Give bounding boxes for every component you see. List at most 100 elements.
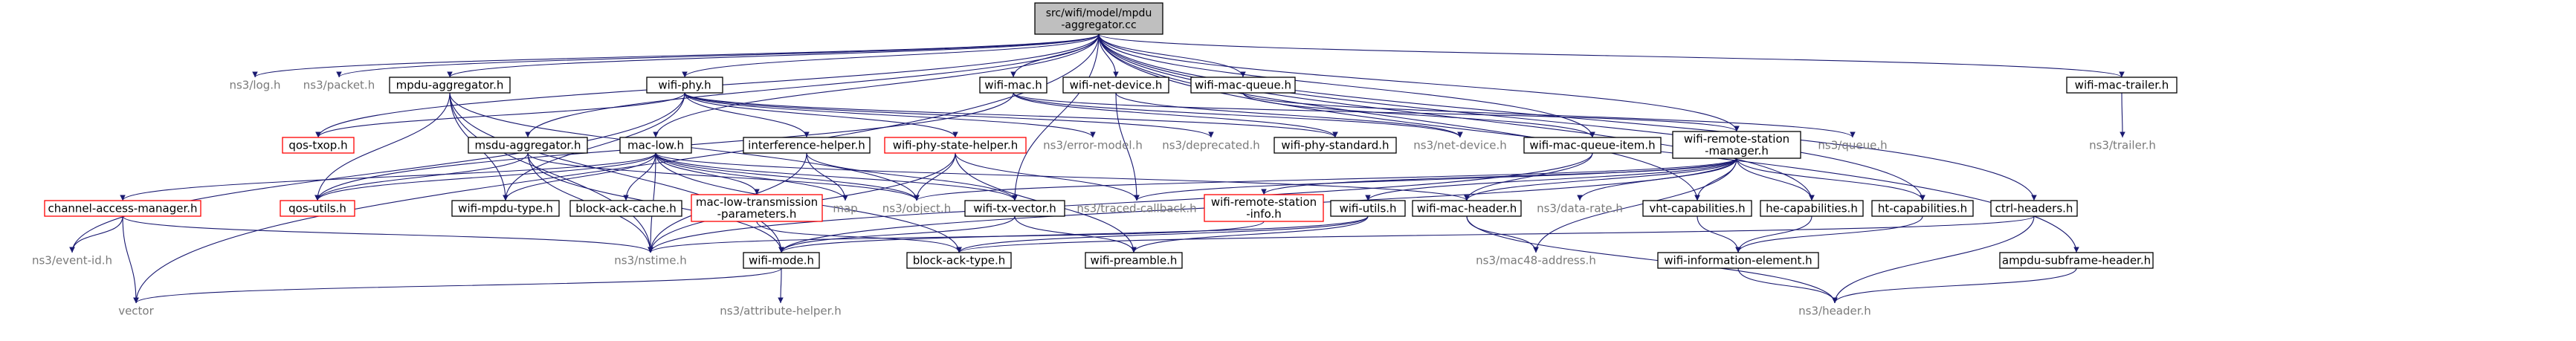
node-wifi-mac-header[interactable]: wifi-mac-header.h [1412,200,1522,217]
node-box [979,77,1047,94]
node-label: ns3/trailer.h [2089,139,2156,152]
node-qos-utils[interactable]: qos-utils.h [280,200,355,217]
node-box [282,137,355,154]
node-box [468,137,588,154]
edge-channel-access-to-vector [122,215,139,304]
node-ns3-nstime: ns3/nstime.h [614,254,686,267]
node-map: map [833,202,857,215]
node-mac-low-tx-params[interactable]: mac-low-transmission-parameters.h [691,194,823,222]
node-ctrl-headers[interactable]: ctrl-headers.h [1990,200,2078,217]
node-ns3-mac48: ns3/mac48-address.h [1476,254,1596,267]
node-label: wifi-tx-vector.h [973,202,1056,215]
node-label: wifi-mac.h [984,79,1042,92]
node-label: ns3/mac48-address.h [1476,254,1596,267]
node-ht-cap[interactable]: ht-capabilities.h [1871,200,1974,217]
edge-ht-cap-to-wifi-info-element [1735,215,1923,253]
node-wifi-utils[interactable]: wifi-utils.h [1330,200,1406,217]
edge-channel-access-to-ns3-nstime [122,215,653,253]
node-wifi-mode[interactable]: wifi-mode.h [743,252,820,269]
node-box [619,137,692,154]
edge-wifi-mac-queue-item-to-wifi-mac-header [1464,152,1593,201]
edge-wifi-rsm-to-ns3-mac48 [1533,157,1737,253]
file-nodes: src/wifi/model/mpdu-aggregator.ccns3/log… [32,2,2178,318]
node-he-cap[interactable]: he-capabilities.h [1760,200,1864,217]
node-wifi-mac-queue[interactable]: wifi-mac-queue.h [1190,77,1296,94]
node-qos-txop[interactable]: qos-txop.h [282,137,355,154]
edge-root-to-ht-cap [1098,33,1925,201]
node-wifi-mac[interactable]: wifi-mac.h [979,77,1047,94]
node-box [451,200,560,217]
edge-wifi-mac-queue-to-ns3-queue [1242,92,1856,138]
node-ns3-header: ns3/header.h [1798,305,1871,318]
node-box [1034,2,1163,35]
edge-wifi-phy-to-wifi-phy-standard [684,92,1338,138]
node-root[interactable]: src/wifi/model/mpdu-aggregator.cc [1034,2,1163,35]
node-ns3-queue: ns3/queue.h [1818,139,1887,152]
node-block-ack-type[interactable]: block-ack-type.h [906,252,1012,269]
node-wifi-rs-info[interactable]: wifi-remote-station-info.h [1204,194,1324,222]
node-interference-helper[interactable]: interference-helper.h [743,137,871,154]
edge-root-to-wifi-mac-trailer [1098,33,2125,78]
node-label: block-ack-cache.h [575,202,676,215]
edge-wifi-mac-trailer-to-ns3-trailer [2120,92,2125,138]
node-msdu-agg[interactable]: msdu-aggregator.h [468,137,588,154]
node-label: vector [118,305,154,318]
node-label: src/wifi/model/mpdu [1046,7,1152,19]
node-label: -info.h [1246,207,1282,221]
node-ns3-net-device: ns3/net-device.h [1413,139,1507,152]
node-wifi-phy-standard[interactable]: wifi-phy-standard.h [1274,137,1397,154]
node-box [743,137,871,154]
node-block-ack-cache[interactable]: block-ack-cache.h [569,200,682,217]
node-wifi-net-device[interactable]: wifi-net-device.h [1062,77,1169,94]
node-label: ns3/deprecated.h [1162,139,1260,152]
edge-wifi-rsm-to-wifi-rs-info [1261,157,1737,195]
edge-root-to-msdu-agg [525,33,1100,138]
node-label: -manager.h [1705,144,1769,157]
node-label: wifi-phy-state-helper.h [893,139,1018,152]
node-box [1523,137,1662,154]
edge-wifi-phy-to-ns3-deprecated [684,92,1214,138]
node-label: ns3/event-id.h [32,254,112,267]
node-label: wifi-information-element.h [1664,254,1812,267]
node-label: qos-txop.h [288,139,347,152]
edge-ctrl-headers-to-ns3-header [1832,215,2035,304]
node-box [964,200,1065,217]
node-wifi-tx-vector[interactable]: wifi-tx-vector.h [964,200,1065,217]
node-wifi-rsm[interactable]: wifi-remote-station-manager.h [1672,131,1801,159]
node-label: -aggregator.cc [1061,19,1136,31]
node-label: ns3/header.h [1798,305,1871,318]
edge-wifi-rsm-to-ns3-traced-callback [1134,157,1737,201]
node-wifi-mac-queue-item[interactable]: wifi-mac-queue-item.h [1523,137,1662,154]
node-label: wifi-mode.h [749,254,814,267]
edge-wifi-phy-to-ns3-event-id [69,92,685,253]
edge-root-to-wifi-phy [682,33,1100,78]
node-box [1871,200,1974,217]
node-ampdu-subframe[interactable]: ampdu-subframe-header.h [1999,252,2154,269]
node-wifi-info-element[interactable]: wifi-information-element.h [1657,252,1819,269]
node-wifi-mac-trailer[interactable]: wifi-mac-trailer.h [2066,77,2178,94]
edge-wifi-net-device-to-ns3-traced-callback [1115,92,1140,201]
edge-wifi-tx-vector-to-wifi-mode [778,215,1016,253]
node-ns3-event-id: ns3/event-id.h [32,254,112,267]
node-vector: vector [118,305,154,318]
node-box [906,252,1012,269]
node-wifi-phy-state-helper[interactable]: wifi-phy-state-helper.h [884,137,1027,154]
node-wifi-preamble[interactable]: wifi-preamble.h [1085,252,1183,269]
node-mpdu-agg[interactable]: mpdu-aggregator.h [389,77,511,94]
node-mac-low[interactable]: mac-low.h [619,137,692,154]
node-channel-access[interactable]: channel-access-manager.h [44,200,201,217]
edge-wifi-mac-to-wifi-phy-standard [1013,92,1338,138]
node-label: ns3/queue.h [1818,139,1887,152]
edge-root-to-wifi-mac-queue-item [1098,33,1595,138]
edge-root-to-ns3-packet [336,33,1100,78]
node-box [1672,131,1801,159]
node-box [1274,137,1397,154]
edge-wifi-phy-to-interference-helper [684,92,810,138]
node-wifi-mpdu-type[interactable]: wifi-mpdu-type.h [451,200,560,217]
node-box [1999,252,2154,269]
node-box [44,200,201,217]
node-wifi-phy[interactable]: wifi-phy.h [646,77,723,94]
node-label: msdu-aggregator.h [474,139,581,152]
node-vht-cap[interactable]: vht-capabilities.h [1642,200,1752,217]
